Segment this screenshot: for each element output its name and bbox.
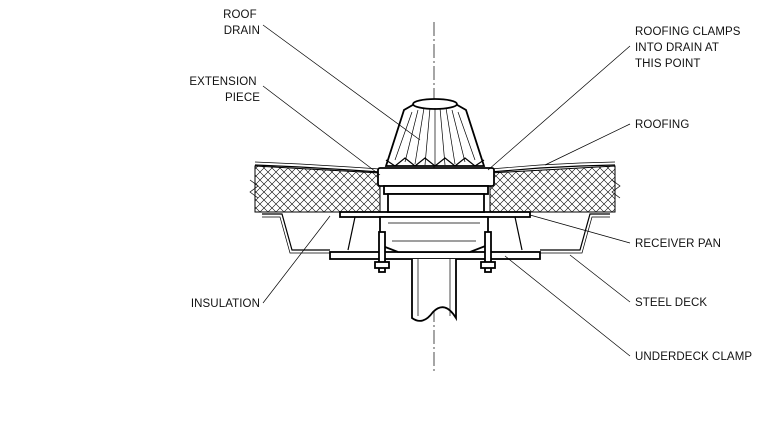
break-line-right: [611, 179, 621, 199]
roof-drain-dome: [384, 98, 486, 167]
underdeck-clamp-plate: [329, 251, 541, 260]
label-insulation: INSULATION: [191, 298, 260, 310]
drain-body: [377, 167, 495, 253]
label-extension-piece: EXTENSION PIECE: [189, 76, 260, 104]
steel-deck-profile: [262, 213, 610, 251]
label-roofing: ROOFING: [635, 119, 689, 131]
break-line-left: [249, 179, 259, 199]
insulation-right: [489, 165, 616, 213]
drain-pipe: [411, 259, 457, 322]
leader-lines: [262, 24, 631, 357]
label-underdeck-clamp: UNDERDECK CLAMP: [635, 351, 752, 363]
label-roofing-clamps: ROOFING CLAMPS INTO DRAIN AT THIS POINT: [635, 26, 744, 70]
label-receiver-pan: RECEIVER PAN: [635, 238, 721, 250]
label-roof-drain: ROOF DRAIN: [223, 9, 260, 37]
label-steel-deck: STEEL DECK: [635, 297, 707, 309]
clamp-bolts: [374, 231, 496, 273]
roofing-membrane: [254, 161, 616, 173]
insulation-left: [254, 165, 381, 213]
